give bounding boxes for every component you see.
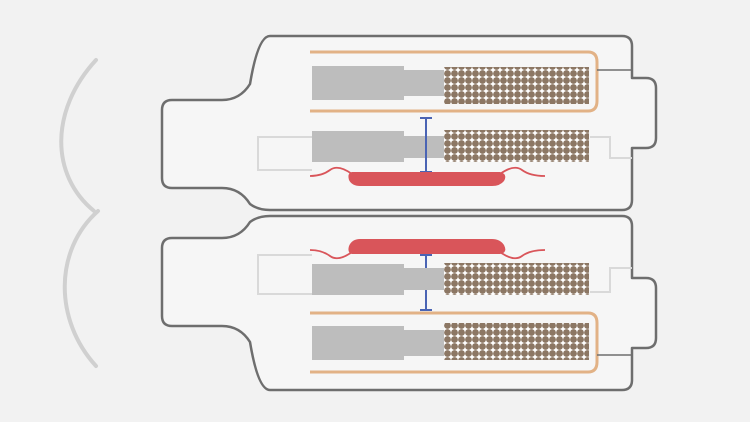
upper-pin-2 — [312, 131, 446, 162]
left-arcs — [59, 58, 100, 368]
upper-seal-lead — [309, 166, 546, 177]
upper-wires — [257, 136, 632, 171]
lower-seal-lead — [309, 249, 546, 260]
upper-arc — [59, 58, 98, 213]
lower-connector — [160, 214, 658, 392]
lower-wire-right — [590, 267, 632, 293]
lower-wires — [257, 254, 632, 295]
lower-wire-left — [257, 254, 312, 295]
lower-seal — [348, 239, 506, 254]
upper-coil-2 — [444, 130, 589, 162]
upper-coil-1 — [444, 67, 589, 104]
upper-pin-1 — [312, 66, 446, 100]
lower-coil-wrap — [310, 311, 599, 374]
upper-connector — [160, 34, 658, 212]
lower-coil-1 — [444, 263, 589, 295]
lower-arc — [62, 209, 100, 368]
lower-coil-2 — [444, 323, 589, 360]
upper-wire-right — [590, 136, 632, 159]
upper-coil-wrap — [310, 50, 599, 113]
lower-pin-2 — [312, 326, 446, 360]
upper-seal — [348, 172, 506, 186]
upper-wire-left — [257, 136, 312, 171]
lower-pin-1 — [312, 264, 446, 295]
